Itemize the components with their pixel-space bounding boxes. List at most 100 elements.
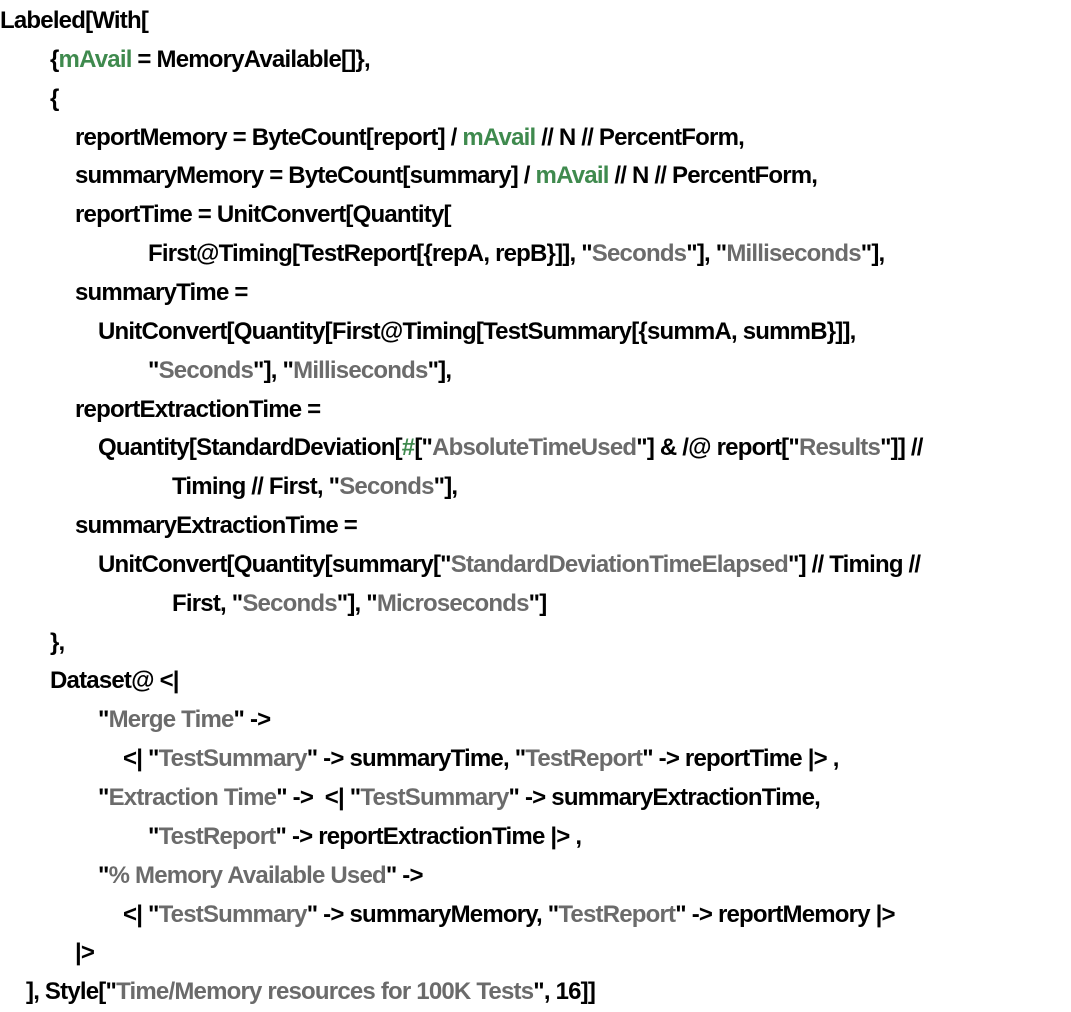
code-token: "]] //: [880, 434, 923, 462]
code-token: "]: [528, 589, 548, 617]
code-line: reportExtractionTime =: [75, 391, 321, 430]
string-token: Milliseconds: [726, 240, 861, 268]
string-token: TestReport: [525, 745, 643, 773]
code-token: Dataset@ <|: [50, 667, 180, 695]
code-token: First, ": [172, 589, 243, 617]
code-token: [": [414, 434, 433, 462]
string-token: AbsoluteTimeUsed: [432, 434, 637, 462]
code-line: {: [50, 80, 59, 119]
code-line: UnitConvert[Quantity[First@Timing[TestSu…: [98, 313, 856, 352]
code-line: First@Timing[TestReport[{repA, repB}]], …: [148, 235, 885, 274]
string-token: Merge Time: [108, 706, 235, 734]
code-token: {: [50, 45, 59, 73]
code-token: reportExtractionTime =: [75, 395, 321, 423]
code-line: "Seconds"], "Milliseconds"],: [148, 352, 452, 391]
code-line: |>: [75, 934, 95, 973]
string-token: Time/Memory resources for 100K Tests: [116, 978, 534, 1006]
code-line: summaryMemory = ByteCount[summary] / mAv…: [75, 157, 818, 196]
code-line: Timing // First, "Seconds"],: [172, 468, 458, 507]
string-token: Results: [798, 434, 881, 462]
code-token: "],: [860, 240, 885, 268]
code-token: reportMemory = ByteCount[report] /: [75, 123, 463, 151]
code-token: First@Timing[TestReport[{repA, repB}]], …: [148, 240, 593, 268]
code-token: UnitConvert[Quantity[First@Timing[TestSu…: [98, 317, 856, 345]
code-token: <| ": [123, 900, 159, 928]
code-line: },: [50, 624, 65, 663]
code-token: "] & /@ report[": [636, 434, 800, 462]
code-token: ": [98, 861, 109, 889]
code-line: reportMemory = ByteCount[report] / mAvai…: [75, 119, 745, 158]
code-line: "Merge Time" ->: [98, 701, 272, 740]
code-token: " -> summaryTime, ": [306, 745, 526, 773]
code-line: summaryTime =: [75, 274, 248, 313]
code-line: <| "TestSummary" -> summaryTime, "TestRe…: [123, 740, 839, 779]
code-line: "Extraction Time" -> <| "TestSummary" ->…: [98, 779, 821, 818]
code-token: "], ": [253, 356, 294, 384]
code-token: "] // Timing //: [788, 550, 921, 578]
code-token: ], Style[": [26, 978, 117, 1006]
code-token: " -> summaryExtractionTime,: [508, 784, 821, 811]
code-token: // N // PercentForm,: [535, 123, 745, 151]
code-line: <| "TestSummary" -> summaryMemory, "Test…: [123, 896, 896, 935]
code-line: {mAvail = MemoryAvailable[]},: [50, 41, 371, 80]
code-token: "], ": [686, 240, 727, 268]
string-token: TestSummary: [158, 745, 308, 773]
code-token: " ->: [233, 706, 272, 734]
code-token: Timing // First, ": [172, 473, 340, 501]
string-token: Seconds: [339, 473, 434, 501]
code-line: UnitConvert[Quantity[summary["StandardDe…: [98, 546, 921, 585]
code-token: ", 16]]: [533, 978, 596, 1006]
local-variable-token: mAvail: [462, 123, 536, 151]
code-line: "% Memory Available Used" ->: [98, 857, 424, 896]
code-token: |>: [75, 939, 95, 967]
code-line: First, "Seconds"], "Microseconds"]: [172, 585, 548, 624]
string-token: Microseconds: [376, 589, 530, 617]
code-token: " -> reportTime |> ,: [642, 745, 839, 773]
local-variable-token: #: [401, 434, 415, 462]
string-token: StandardDeviationTimeElapsed: [450, 550, 789, 578]
string-token: Seconds: [242, 589, 337, 617]
local-variable-token: mAvail: [58, 45, 133, 73]
code-token: ": [148, 822, 159, 850]
code-token: Labeled[With[: [0, 7, 149, 34]
string-token: TestSummary: [360, 784, 509, 811]
code-line: ], Style["Time/Memory resources for 100K…: [26, 973, 596, 1012]
code-token: = MemoryAvailable[]},: [131, 45, 370, 73]
code-token: ": [148, 356, 159, 384]
code-token: summaryExtractionTime =: [75, 512, 358, 540]
string-token: TestSummary: [158, 900, 308, 928]
code-token: " -> <| ": [276, 784, 361, 811]
code-line: summaryExtractionTime =: [75, 507, 358, 546]
string-token: Seconds: [591, 240, 687, 268]
code-token: " -> summaryMemory, ": [306, 900, 559, 928]
code-token: <| ": [123, 745, 159, 773]
code-line: Labeled[With[: [0, 2, 149, 41]
string-token: TestReport: [558, 900, 676, 928]
code-token: ": [98, 784, 109, 811]
code-token: " ->: [385, 861, 424, 889]
code-token: // N // PercentForm,: [608, 162, 818, 190]
code-line: "TestReport" -> reportExtractionTime |> …: [148, 818, 583, 857]
code-line: Dataset@ <|: [50, 662, 180, 701]
code-token: UnitConvert[Quantity[summary[": [98, 550, 452, 578]
code-token: "], ": [336, 589, 378, 617]
code-token: "],: [427, 356, 452, 384]
code-line: Quantity[StandardDeviation[#["AbsoluteTi…: [98, 429, 923, 468]
local-variable-token: mAvail: [535, 162, 610, 190]
code-token: "],: [433, 473, 458, 501]
code-token: Quantity[StandardDeviation[: [98, 434, 403, 462]
string-token: Seconds: [158, 356, 254, 384]
string-token: Milliseconds: [293, 356, 428, 384]
code-token: summaryMemory = ByteCount[summary] /: [75, 162, 536, 190]
string-token: % Memory Available Used: [108, 861, 387, 889]
code-line: reportTime = UnitConvert[Quantity[: [75, 196, 452, 235]
code-token: ": [98, 706, 109, 734]
code-token: {: [50, 84, 59, 112]
code-token: " -> reportExtractionTime |> ,: [275, 822, 583, 850]
code-token: " -> reportMemory |>: [675, 900, 895, 928]
code-token: summaryTime =: [75, 278, 248, 306]
code-token: reportTime = UnitConvert[Quantity[: [75, 201, 452, 229]
string-token: TestReport: [158, 822, 277, 850]
code-token: },: [50, 628, 65, 656]
string-token: Extraction Time: [108, 784, 277, 811]
